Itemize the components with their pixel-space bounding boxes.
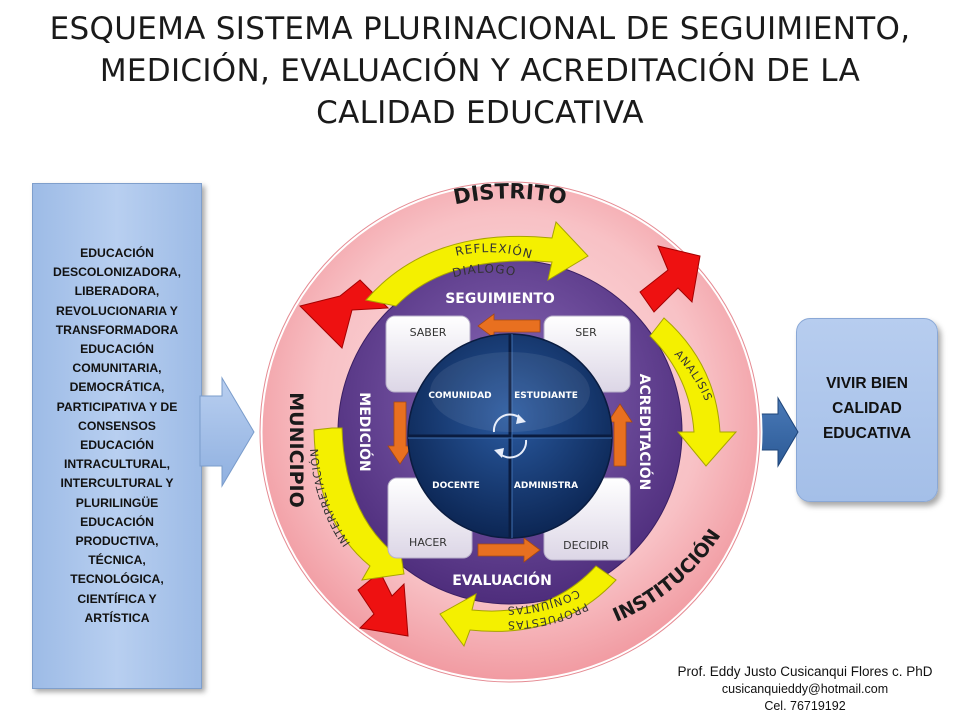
yellow-arrow-bottom	[439, 565, 617, 648]
principles-line: DEMOCRÁTICA,	[69, 380, 165, 395]
label-administra: ADMINISTRA	[514, 481, 578, 491]
credits: Prof. Eddy Justo Cusicanqui Flores c. Ph…	[660, 663, 950, 715]
yellow-arrow-left	[313, 427, 405, 581]
principles-line: EDUCACIÓN	[80, 246, 154, 260]
label-estudiante: ESTUDIANTE	[514, 391, 578, 401]
outcome-line-3: EDUCATIVA	[822, 425, 912, 442]
label-seguimiento: SEGUIMIENTO	[445, 291, 555, 307]
red-arrow-top-right	[639, 245, 701, 313]
orange-arrow-left	[387, 401, 413, 465]
outcome-line-1: VIVIR BIEN	[826, 375, 908, 392]
yellow-arrow-top	[365, 220, 589, 307]
author-phone: Cel. 76719192	[764, 699, 846, 713]
principles-line: PARTICIPATIVA Y DE	[56, 399, 178, 414]
orange-arrow-bottom	[477, 537, 541, 563]
principles-line: DESCOLONIZADORA,	[53, 265, 181, 280]
orange-arrow-top	[477, 313, 541, 339]
label-comunidad: COMUNIDAD	[428, 391, 491, 401]
label-medicion: MEDICIÓN	[356, 392, 374, 471]
principles-text: EDUCACIÓN DESCOLONIZADORA, LIBERADORA, REVO…	[33, 244, 201, 628]
principles-line: TÉCNICA,	[88, 553, 146, 568]
label-acreditacion: ACREDITACIÓN	[636, 374, 654, 491]
outcome-panel: VIVIR BIEN CALIDAD EDUCATIVA	[796, 318, 938, 502]
yellow-arrow-right	[649, 317, 738, 467]
author-email: cusicanquieddy@hotmail.com	[721, 682, 889, 696]
principles-line: COMUNITARIA,	[72, 361, 162, 376]
orange-arrow-right	[607, 403, 633, 467]
principles-line: EDUCACIÓN	[80, 514, 154, 529]
principles-line: LIBERADORA,	[74, 284, 160, 299]
input-arrow	[199, 376, 255, 488]
principles-line: INTERCULTURAL Y	[60, 476, 174, 491]
label-decidir: DECIDIR	[563, 539, 609, 552]
principles-line: TRANSFORMADORA	[55, 322, 179, 337]
principles-line: CIENTÍFICA Y	[77, 591, 157, 606]
principles-line: INTRACULTURAL,	[63, 457, 171, 472]
label-saber: SABER	[410, 326, 447, 339]
label-hacer: HACER	[409, 536, 447, 549]
label-evaluacion: EVALUACIÓN	[452, 571, 552, 589]
label-ser: SER	[575, 326, 597, 339]
principles-line: EDUCACIÓN	[80, 342, 154, 357]
label-municipio: MUNICIPIO	[285, 392, 307, 507]
label-dialogo: DIALOGO	[451, 262, 518, 281]
outcome-line-2: CALIDAD	[832, 400, 902, 417]
author-name: Prof. Eddy Justo Cusicanqui Flores c. Ph…	[677, 664, 933, 679]
title-line-1: ESQUEMA SISTEMA PLURINACIONAL DE SEGUIMI…	[49, 11, 911, 47]
principles-line: PLURILINGÜE	[75, 495, 159, 510]
principles-line: PRODUCTIVA,	[75, 534, 159, 549]
page-title: ESQUEMA SISTEMA PLURINACIONAL DE SEGUIMI…	[20, 8, 940, 134]
red-arrow-top-left	[299, 279, 390, 349]
label-docente: DOCENTE	[432, 481, 480, 491]
principles-line: TECNOLÓGICA,	[70, 572, 164, 587]
principles-line: REVOLUCIONARIA Y	[56, 303, 178, 318]
outcome-text: VIVIR BIEN CALIDAD EDUCATIVA	[797, 371, 937, 446]
principles-line: EDUCACIÓN	[80, 438, 154, 453]
title-line-3: CALIDAD EDUCATIVA	[316, 95, 644, 131]
title-line-2: MEDICIÓN, EVALUACIÓN Y ACREDITACIÓN DE L…	[99, 53, 861, 89]
principles-line: CONSENSOS	[78, 418, 156, 433]
principles-line: ARTÍSTICA	[84, 610, 150, 625]
